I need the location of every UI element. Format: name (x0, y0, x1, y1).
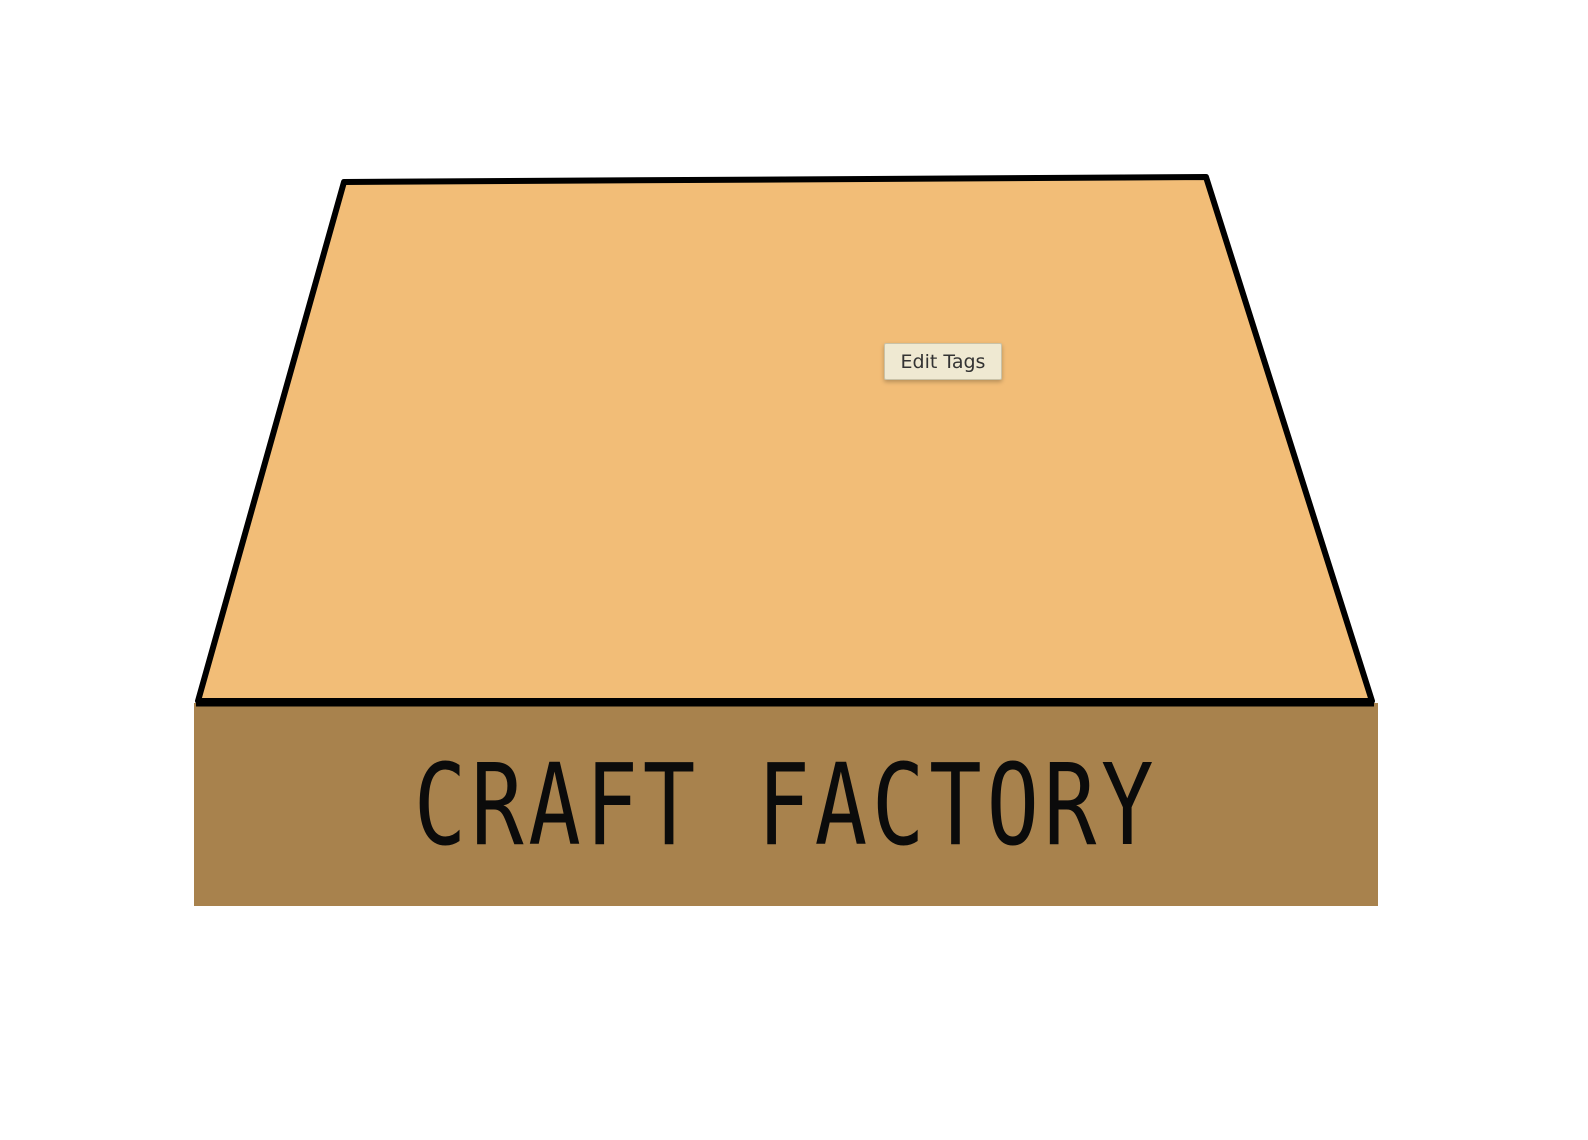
box-front-panel[interactable] (194, 703, 1378, 906)
edit-tags-button[interactable]: Edit Tags (884, 343, 1002, 380)
box-lid-panel[interactable] (195, 174, 1375, 704)
box-front-label: CRAFT FACTORY (413, 741, 1159, 871)
